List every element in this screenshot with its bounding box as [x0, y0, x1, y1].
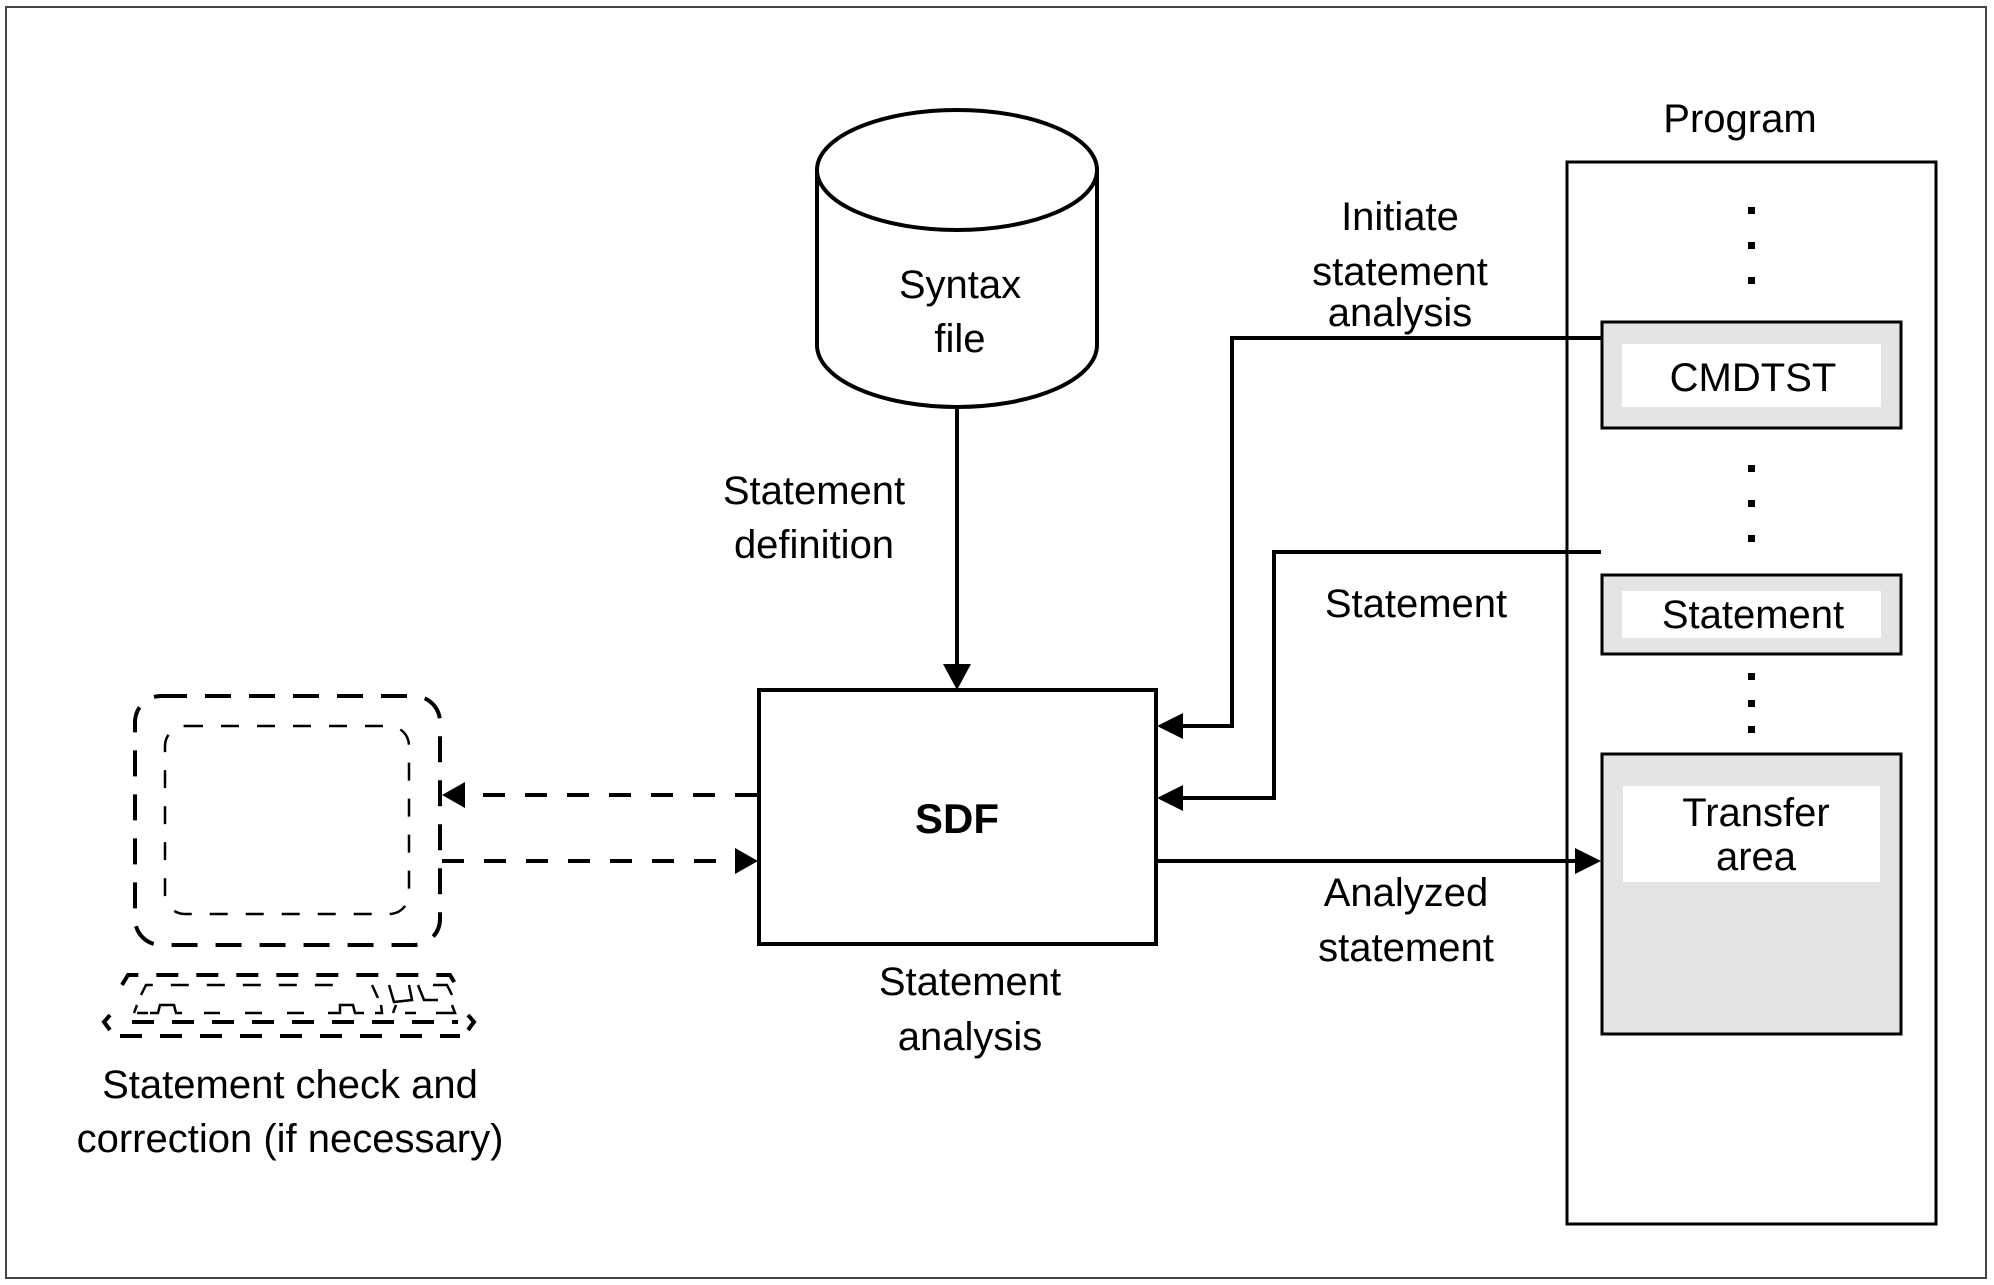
statement-module: Statement — [1600, 573, 1903, 656]
statement-definition-label-line1: Statement — [723, 469, 905, 513]
cmdtst-module: CMDTST — [1600, 320, 1903, 430]
terminal-caption-line2: correction (if necessary) — [77, 1117, 504, 1161]
transfer-area-label-line1: Transfer — [1682, 791, 1829, 835]
terminal-caption-line1: Statement check and — [102, 1063, 478, 1107]
syntax-file-cylinder: Syntax file — [815, 108, 1099, 409]
cmdtst-label: CMDTST — [1670, 356, 1837, 400]
initiate-label-line3: analysis — [1328, 291, 1473, 335]
syntax-file-label-line1: Syntax — [899, 263, 1021, 307]
keyboard — [101, 973, 477, 1038]
statement-connector — [1157, 550, 1601, 811]
statement-definition-label-line2: definition — [734, 523, 894, 567]
statement-analysis-label-line1: Statement — [879, 960, 1061, 1004]
analyzed-label-line2: statement — [1318, 926, 1494, 970]
ellipsis-top — [1748, 207, 1755, 284]
cylinder-body — [815, 170, 1099, 409]
statement-flow-label: Statement — [1325, 582, 1507, 626]
initiate-label-line1: Initiate — [1341, 195, 1459, 239]
sdf-label: SDF — [915, 795, 999, 842]
monitor-screen — [163, 724, 411, 916]
program-title: Program — [1663, 97, 1816, 141]
analyzed-connector — [1157, 848, 1601, 874]
sdf-box — [757, 688, 1158, 946]
dashed-arrow-terminal-to-sdf — [442, 848, 758, 874]
transfer-area-label-line2: area — [1716, 835, 1797, 879]
initiate-connector — [1157, 336, 1601, 739]
terminal-icon — [101, 694, 477, 1038]
transfer-area-module: Transfer area — [1600, 752, 1903, 1036]
initiate-label-line2: statement — [1312, 250, 1488, 294]
statement-module-label: Statement — [1662, 593, 1844, 637]
ellipsis-mid-1 — [1748, 465, 1755, 542]
statement-analysis-label-line2: analysis — [898, 1015, 1043, 1059]
dashed-arrow-sdf-to-terminal — [442, 782, 757, 808]
statement-definition-arrow — [943, 408, 971, 690]
cylinder-top — [815, 108, 1099, 232]
analyzed-label-line1: Analyzed — [1324, 871, 1489, 915]
ellipsis-mid-2 — [1748, 673, 1755, 733]
syntax-file-label-line2: file — [934, 317, 985, 361]
